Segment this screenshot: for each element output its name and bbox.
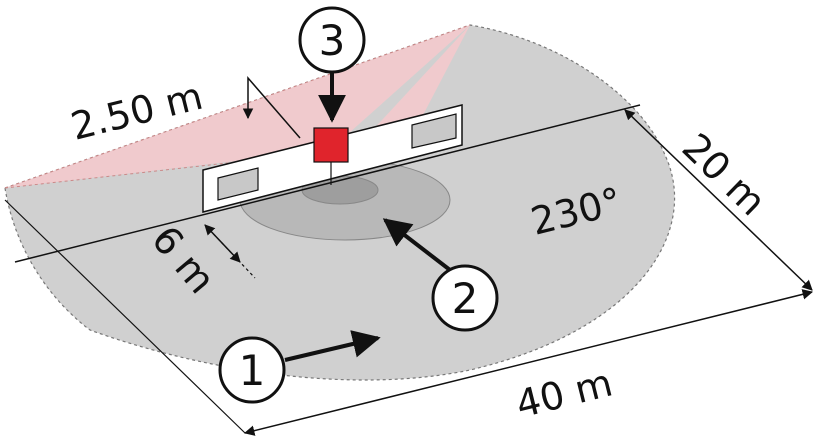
callout-2-label: 2 bbox=[452, 274, 479, 323]
depth-radius-label: 20 m bbox=[674, 125, 775, 224]
panel-window-right bbox=[411, 113, 457, 149]
width-label: 40 m bbox=[512, 360, 617, 426]
callout-2-circle bbox=[431, 264, 499, 332]
callout-1-label: 1 bbox=[239, 346, 266, 395]
height-dimension bbox=[242, 75, 301, 139]
reference-line bbox=[14, 104, 641, 263]
callout-1-circle bbox=[218, 336, 286, 404]
panel-window-left bbox=[217, 167, 259, 201]
sensor bbox=[313, 127, 349, 163]
callout-3-label: 3 bbox=[319, 16, 346, 65]
